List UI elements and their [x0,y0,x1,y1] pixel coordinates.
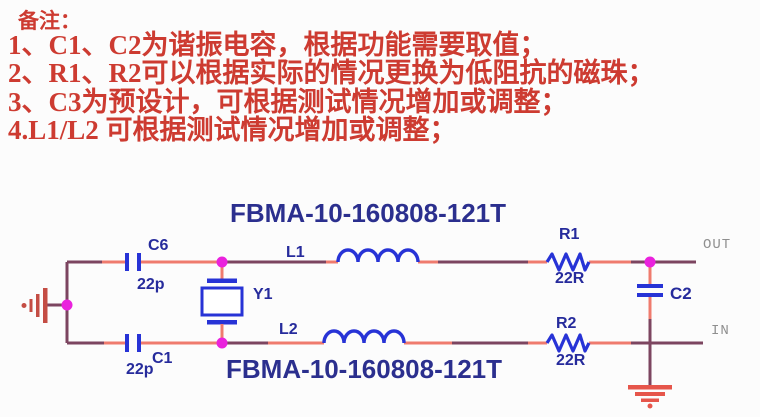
junction-dot [216,337,228,349]
r1-resistor [545,252,591,272]
notes-title: 备注： [18,9,81,33]
r1-ref-label: R1 [559,226,580,243]
note-line-3: 3、C3为预设计，可根据测试情况增加或调整； [8,87,568,117]
l1-ref-label: L1 [286,244,305,261]
junction-dot [216,256,228,268]
note-line-4: 4.L1/L2 可根据测试情况增加或调整； [8,115,457,145]
r2-ref-label: R2 [556,315,577,332]
note-line-2: 2、R1、R2可以根据实际的情况更换为低阻抗的磁珠； [8,58,655,88]
c6-ref-label: C6 [148,237,169,254]
junction-dots [61,256,656,349]
c1-capacitor [125,334,141,352]
r1-value-label: 22R [555,270,585,287]
y1-crystal [200,262,244,343]
junction-dot [61,299,73,311]
c2-capacitor [637,262,663,386]
l2-inductor [322,329,406,344]
c6-capacitor [125,253,141,271]
y1-ref-label: Y1 [253,286,273,303]
c1-ref-label: C1 [152,350,173,367]
ground-left-icon [21,288,48,323]
in-port-label: IN [711,323,730,339]
ground-right-icon [628,385,672,409]
l2-ref-label: L2 [279,321,298,338]
r2-value-label: 22R [556,352,586,369]
l1-inductor [336,248,420,263]
ferrite-bead-part-number-bottom: FBMA-10-160808-121T [226,354,503,384]
junction-dot [644,256,656,268]
ferrite-bead-part-number-top: FBMA-10-160808-121T [230,198,507,228]
c6-value-label: 22p [137,276,165,293]
note-line-1: 1、C1、C2为谐振电容，根据功能需要取值； [8,30,547,60]
c2-ref-label: C2 [670,284,692,303]
r2-resistor [545,333,591,353]
out-port-label: OUT [703,237,732,253]
c1-value-label: 22p [126,361,154,378]
